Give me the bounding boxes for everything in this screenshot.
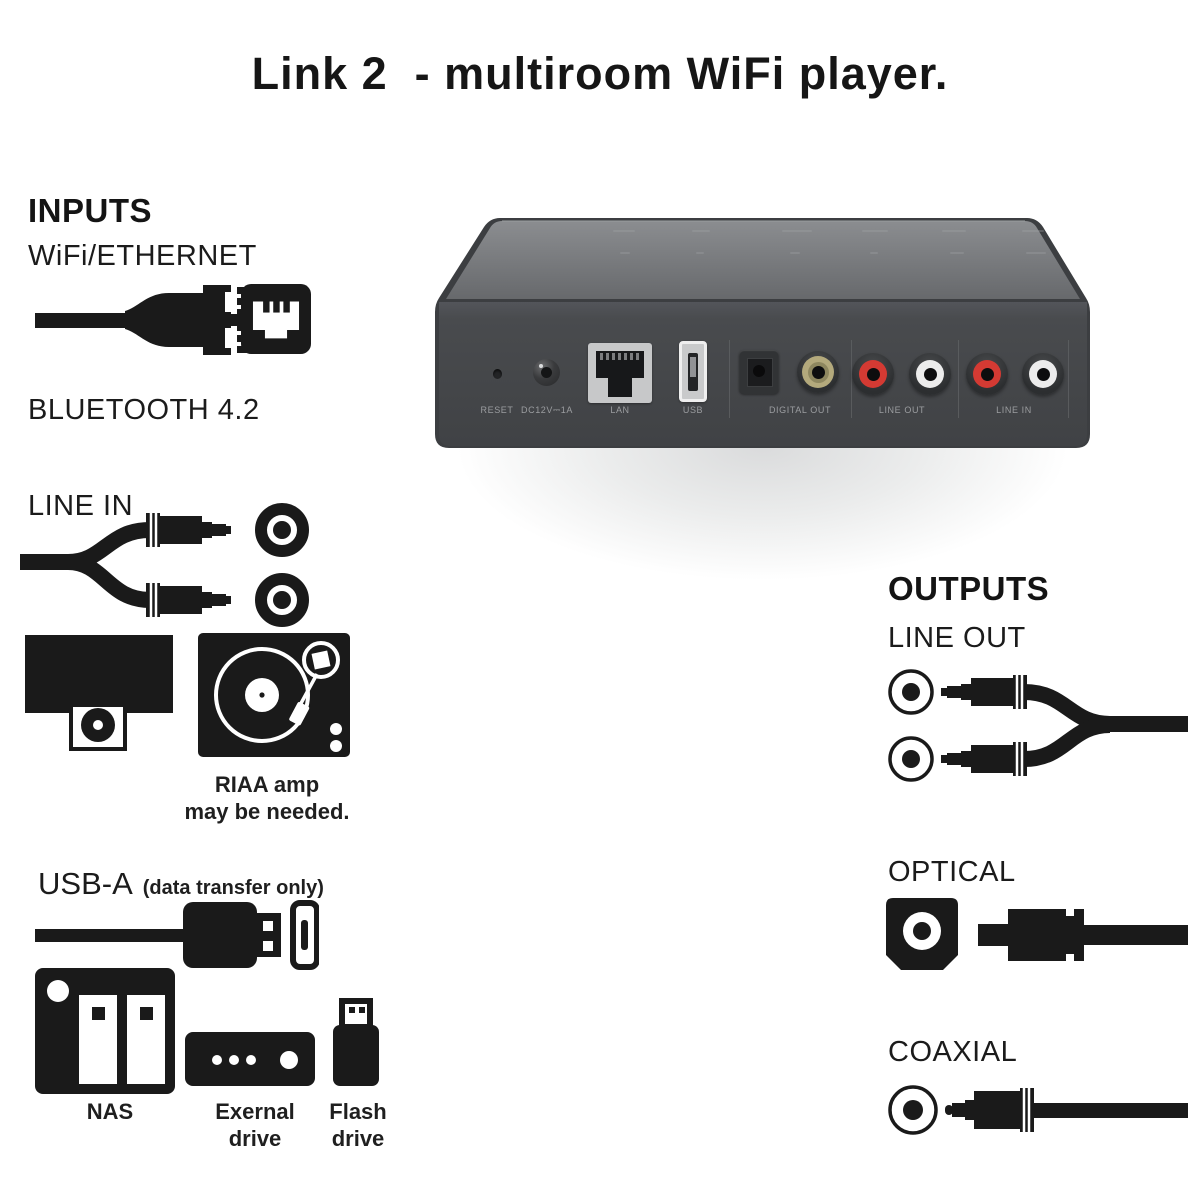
panel-divider bbox=[958, 340, 959, 418]
device-top-marking bbox=[782, 230, 812, 232]
line-in-right-port[interactable] bbox=[1022, 353, 1064, 395]
device-top-marking bbox=[1022, 230, 1044, 232]
riaa-note: RIAA amp may be needed. bbox=[184, 772, 350, 824]
port-label-line-out: LINE OUT bbox=[878, 405, 926, 415]
turntable-icon bbox=[198, 633, 350, 761]
device-reflection bbox=[425, 447, 1100, 637]
coaxial-label: COAXIAL bbox=[888, 1036, 1018, 1068]
ethernet-cable-icon bbox=[35, 284, 270, 356]
device-top-marking bbox=[620, 252, 630, 254]
device-top-marking bbox=[950, 252, 964, 254]
device-top-marking bbox=[1026, 252, 1046, 254]
port-label-reset: RESET bbox=[480, 405, 514, 415]
coaxial-out-port[interactable] bbox=[797, 351, 839, 393]
reset-pinhole[interactable] bbox=[493, 369, 502, 379]
flash-drive-icon bbox=[328, 998, 384, 1088]
line-out-left-port[interactable] bbox=[852, 353, 894, 395]
optical-label: OPTICAL bbox=[888, 856, 1016, 888]
usb-a-heading-row: USB-A (data transfer only) bbox=[38, 866, 324, 902]
panel-divider bbox=[729, 340, 730, 418]
usb-a-note: (data transfer only) bbox=[142, 877, 324, 899]
line-out-right-port[interactable] bbox=[909, 353, 951, 395]
nas-icon bbox=[35, 968, 175, 1094]
external-drive-icon bbox=[185, 1032, 315, 1086]
nas-label: NAS bbox=[86, 1099, 134, 1124]
cd-player-icon bbox=[25, 635, 175, 753]
port-label-lan: LAN bbox=[610, 405, 630, 415]
usb-port[interactable] bbox=[679, 341, 707, 402]
optical-out-port[interactable] bbox=[739, 350, 779, 394]
port-label-usb: USB bbox=[682, 405, 704, 415]
bluetooth-label: BLUETOOTH 4.2 bbox=[28, 394, 260, 426]
device-top-marking bbox=[692, 230, 710, 232]
port-label-digital-out: DIGITAL OUT bbox=[768, 405, 832, 415]
device-top-marking bbox=[790, 252, 800, 254]
usb-cable-icon bbox=[35, 900, 319, 970]
coaxial-cable-icon bbox=[886, 1082, 1188, 1138]
device-top-marking bbox=[696, 252, 704, 254]
usb-a-heading: USB-A bbox=[38, 866, 133, 901]
device-top-marking bbox=[942, 230, 966, 232]
lan-port[interactable] bbox=[588, 343, 652, 403]
wifi-ethernet-label: WiFi/ETHERNET bbox=[28, 240, 257, 272]
panel-divider bbox=[851, 340, 852, 418]
line-in-left-port[interactable] bbox=[966, 353, 1008, 395]
external-drive-label: Exernal drive bbox=[215, 1099, 295, 1151]
panel-divider bbox=[1068, 340, 1069, 418]
rca-y-cable-out-icon bbox=[886, 660, 1188, 790]
port-label-dc: DC12V⎓1A bbox=[520, 405, 574, 415]
page-title: Link 2 - multiroom WiFi player. bbox=[251, 48, 949, 99]
device-top-marking bbox=[870, 252, 878, 254]
inputs-heading: INPUTS bbox=[28, 192, 153, 229]
device-photo: RESET DC12V⎓1A LAN USB DIGITAL OUT LINE … bbox=[430, 210, 1095, 450]
port-label-line-in: LINE IN bbox=[996, 405, 1032, 415]
flash-drive-label: Flash drive bbox=[329, 1099, 387, 1151]
line-in-label: LINE IN bbox=[28, 490, 134, 522]
ethernet-port-icon bbox=[240, 284, 312, 354]
optical-cable-icon bbox=[886, 898, 1188, 982]
rca-y-cable-in-icon bbox=[20, 498, 316, 630]
device-top-marking bbox=[613, 230, 635, 232]
device-top-marking bbox=[862, 230, 888, 232]
dc-power-jack[interactable] bbox=[533, 359, 560, 386]
